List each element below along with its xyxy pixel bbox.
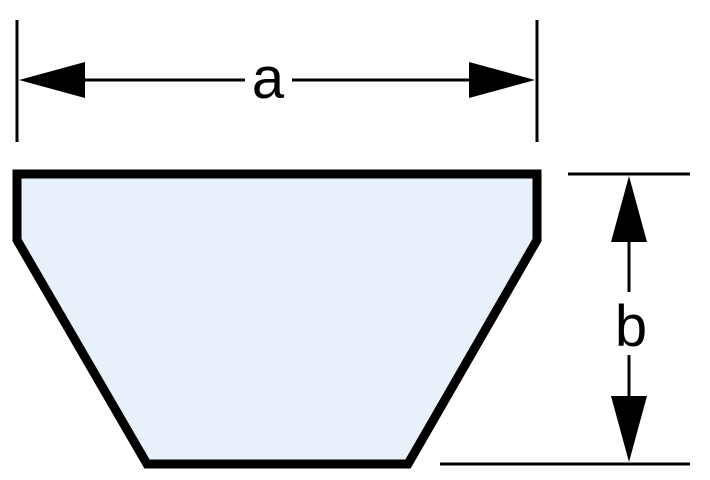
height-dimension: b — [440, 172, 690, 466]
width-dimension: a — [15, 20, 539, 142]
height-label: b — [615, 294, 647, 359]
height-arrowhead-top — [611, 176, 647, 242]
width-arrowhead-right — [469, 62, 535, 98]
height-arrowhead-bottom — [611, 396, 647, 462]
width-label: a — [252, 46, 285, 111]
belt-cross-section-shape — [12, 169, 542, 469]
width-arrowhead-left — [19, 62, 85, 98]
